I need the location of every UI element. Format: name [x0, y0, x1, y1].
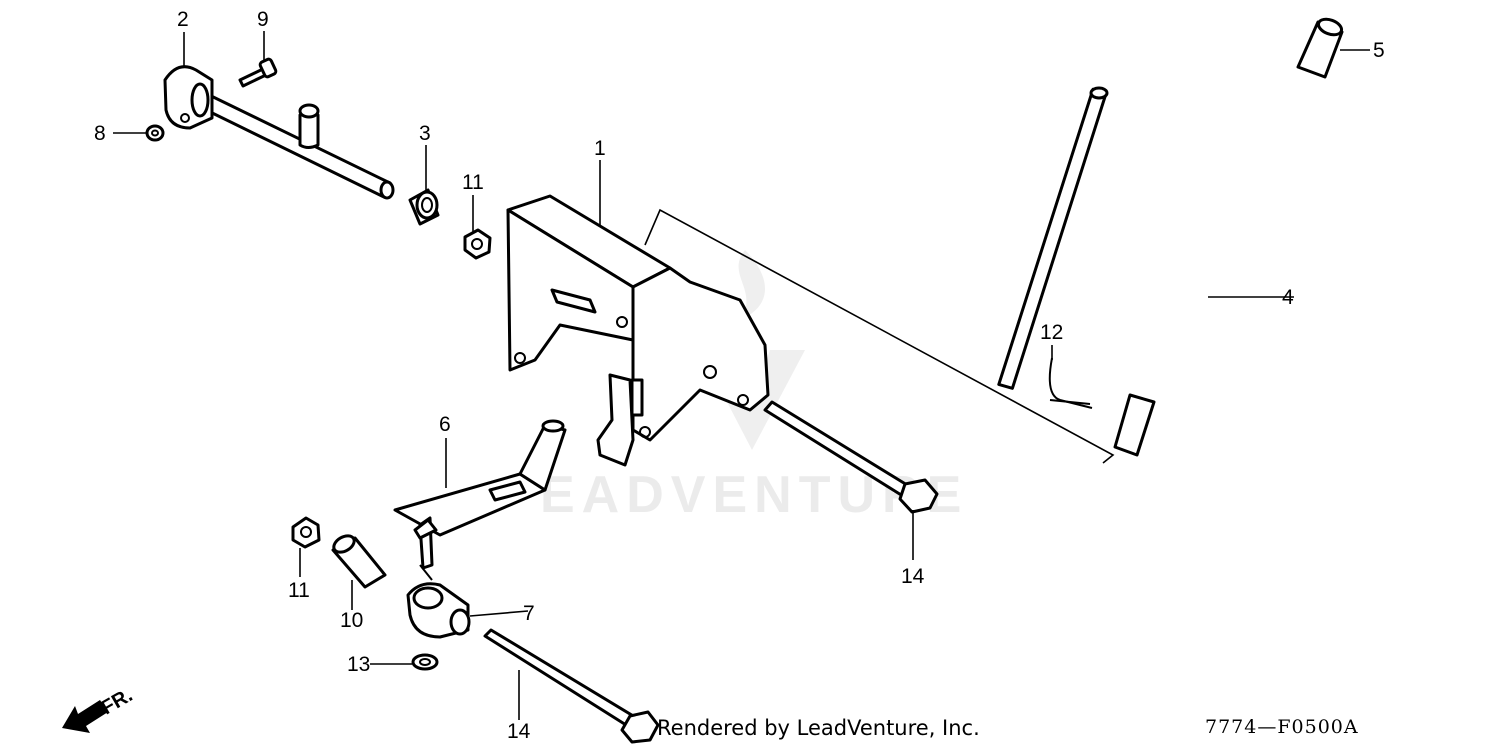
callout-11-upper: 11 — [462, 171, 484, 194]
part-12-cotter-pin — [1048, 357, 1093, 409]
callout-13: 13 — [347, 653, 370, 676]
leader-lines — [113, 31, 1370, 720]
callout-12: 12 — [1040, 321, 1063, 344]
callout-6: 6 — [439, 413, 451, 436]
callout-7: 7 — [523, 602, 535, 625]
part-9-bolt — [238, 57, 278, 88]
callout-14-right: 14 — [901, 565, 925, 588]
callout-3: 3 — [419, 122, 431, 145]
part-10-collar — [331, 534, 387, 589]
front-direction-arrow-icon — [62, 700, 108, 733]
part-5-knob — [1296, 17, 1344, 79]
part-1-mounting-bracket — [506, 194, 770, 467]
callout-9: 9 — [257, 8, 269, 31]
callout-11-lower: 11 — [288, 579, 310, 602]
callout-8: 8 — [94, 122, 106, 145]
part-6-arm — [393, 419, 567, 581]
part-7-joint — [406, 582, 471, 639]
callout-10: 10 — [340, 609, 363, 632]
part-2-shift-shaft — [163, 65, 395, 200]
callout-14-lower: 14 — [507, 720, 531, 743]
part-3-bushing — [408, 188, 440, 226]
front-direction-marker: FR. — [62, 684, 136, 733]
callout-2: 2 — [177, 8, 189, 31]
part-14-bolt-lower — [483, 628, 660, 744]
diagram-code: 7774—F0500A — [1205, 716, 1359, 738]
callout-5: 5 — [1373, 39, 1385, 62]
part-8-washer — [145, 124, 165, 142]
part-13-lock-washer — [411, 653, 439, 671]
part-11-flange-nut-lower — [291, 516, 321, 549]
rendered-by-credit: Rendered by LeadVenture, Inc. — [657, 716, 980, 740]
part-11-flange-nut-upper — [463, 228, 492, 260]
callout-labels: 1 2 9 3 4 5 6 7 8 11 11 10 12 13 14 14 — [94, 8, 1385, 743]
part-14-bolt-right — [763, 400, 939, 514]
callout-4: 4 — [1282, 286, 1294, 309]
part-4-shift-lever — [997, 86, 1156, 457]
assembly-line — [644, 208, 1115, 464]
callout-1: 1 — [594, 137, 606, 160]
